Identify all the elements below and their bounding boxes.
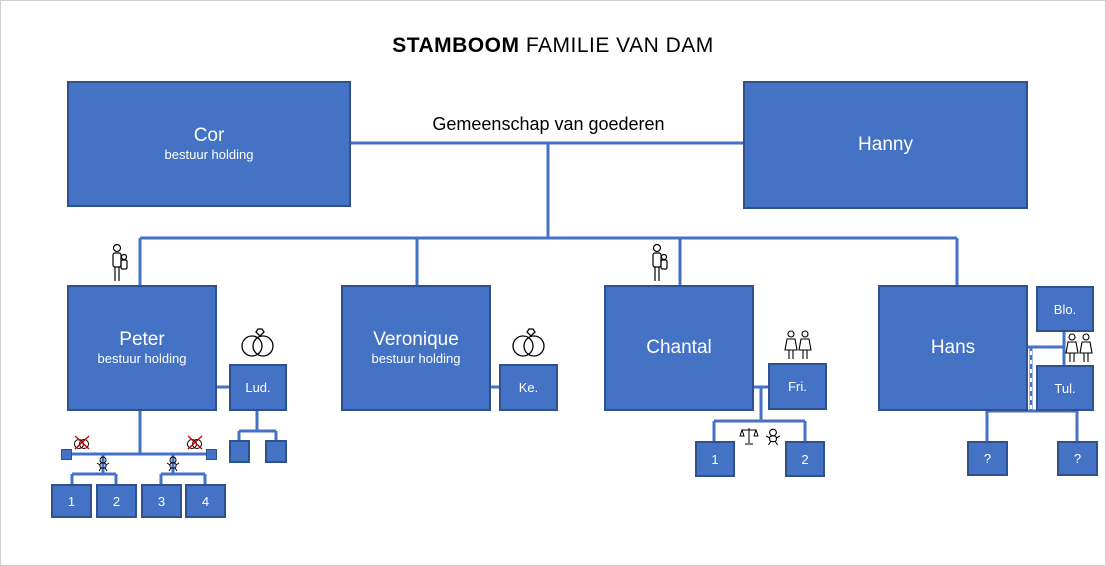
- partner-name: Fri.: [788, 379, 807, 394]
- grandchild-box[interactable]: 4: [185, 484, 226, 518]
- partner-name: Lud.: [245, 380, 271, 395]
- former-partner-marker: [61, 449, 72, 460]
- person-role: bestuur holding: [97, 351, 187, 366]
- person-box-cor[interactable]: Cor bestuur holding: [67, 81, 351, 207]
- partner-name: Tul.: [1054, 380, 1076, 396]
- partner-box-fri[interactable]: Fri.: [768, 363, 827, 410]
- person-with-child-icon: [112, 243, 128, 281]
- grandchild-box[interactable]: ?: [967, 441, 1008, 476]
- partner-box-ke[interactable]: Ke.: [499, 364, 558, 411]
- grandchild-box[interactable]: ?: [1057, 441, 1098, 476]
- person-box-chantal[interactable]: Chantal: [604, 285, 754, 411]
- person-name: Hanny: [858, 134, 913, 155]
- baby-icon: [166, 456, 180, 472]
- person-name: Veronique: [373, 329, 459, 350]
- wedding-rings-icon: [241, 328, 274, 357]
- grandchild-box-empty[interactable]: [265, 440, 287, 463]
- person-box-veronique[interactable]: Veronique bestuur holding: [341, 285, 491, 411]
- baby-icon: [96, 456, 110, 472]
- person-box-peter[interactable]: Peter bestuur holding: [67, 285, 217, 411]
- person-box-hans[interactable]: Hans: [878, 285, 1028, 411]
- crossed-out-rings-icon: [74, 435, 90, 450]
- crossed-out-rings-icon: [187, 435, 203, 450]
- partner-box-tul[interactable]: Tul.: [1036, 365, 1094, 411]
- two-women-icon: [784, 330, 812, 359]
- grandchild-box[interactable]: 2: [785, 441, 825, 477]
- person-name: Hans: [930, 337, 976, 358]
- person-with-child-icon: [652, 243, 668, 281]
- person-name: Peter: [119, 329, 165, 350]
- former-partner-marker: [206, 449, 217, 460]
- person-role: bestuur holding: [164, 147, 254, 162]
- partner-name: Blo.: [1053, 301, 1077, 317]
- scales-icon: [739, 428, 759, 445]
- union-label: Gemeenschap van goederen: [432, 114, 665, 134]
- partner-box-lud[interactable]: Lud.: [229, 364, 287, 411]
- baby-icon: [765, 428, 781, 446]
- wedding-rings-icon: [512, 328, 545, 357]
- person-role: bestuur holding: [371, 351, 461, 366]
- person-box-hanny[interactable]: Hanny: [743, 81, 1028, 209]
- grandchild-box[interactable]: 1: [695, 441, 735, 477]
- partner-name: Ke.: [518, 380, 539, 395]
- person-name: Chantal: [646, 337, 712, 358]
- page-title: STAMBOOM FAMILIE VAN DAM: [392, 34, 714, 57]
- person-name: Cor: [193, 125, 225, 146]
- grandchild-box[interactable]: 1: [51, 484, 92, 518]
- two-women-icon: [1065, 333, 1093, 362]
- grandchild-box[interactable]: 2: [96, 484, 137, 518]
- partner-box-blo[interactable]: Blo.: [1036, 286, 1094, 332]
- grandchild-box-empty[interactable]: [229, 440, 250, 463]
- grandchild-box[interactable]: 3: [141, 484, 182, 518]
